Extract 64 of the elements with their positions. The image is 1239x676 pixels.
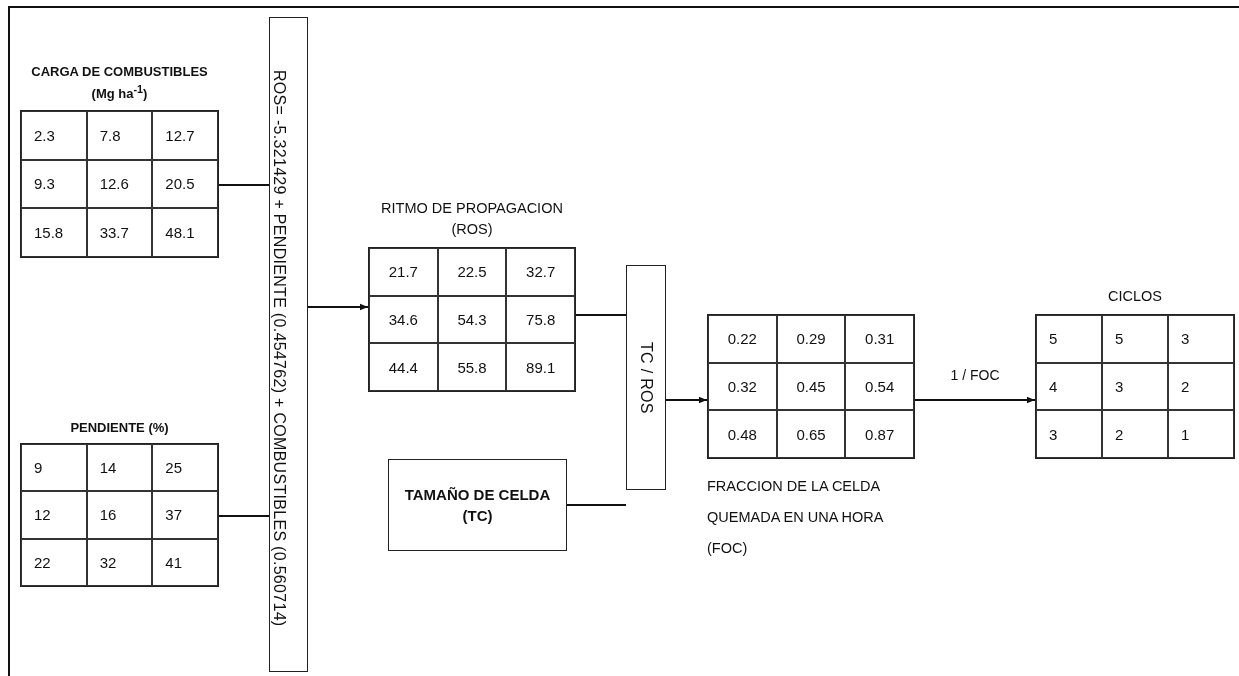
value-cell: 0.29 (776, 315, 846, 363)
value-cell: 54.3 (437, 295, 507, 344)
value-cell: 12 (21, 491, 87, 539)
value-cell: 12.7 (152, 111, 218, 160)
value-cell: 33.7 (86, 208, 153, 257)
value-cell: 55.8 (437, 343, 507, 391)
grid-heading: RITMO DE PROPAGACION (ROS) (380, 198, 564, 240)
value-cell: 48.1 (152, 208, 218, 257)
value-cell: 16 (86, 491, 153, 539)
grid-heading: CICLOS (1107, 287, 1163, 307)
value-cell: 5 (1036, 315, 1102, 363)
value-cell: 41 (152, 538, 218, 586)
box-label: TAMAÑO DE CELDA (TC) (403, 485, 552, 526)
value-cell: 20.5 (152, 159, 218, 209)
value-cell: 0.54 (845, 362, 914, 411)
arrow (666, 396, 707, 404)
value-cell: 2 (1168, 362, 1234, 411)
grid-heading: CARGA DE COMBUSTIBLES (Mg ha$^{-1}$) (30, 62, 209, 104)
value-cell: 9.3 (21, 159, 87, 209)
value-cell: 25 (152, 444, 218, 492)
value-cell: 0.31 (845, 315, 914, 363)
process-box (626, 265, 666, 490)
value-cell: 14 (86, 444, 153, 492)
value-cell: 0.45 (776, 362, 846, 411)
value-cell: 3 (1102, 362, 1168, 411)
process-box (269, 17, 308, 672)
value-cell: 22 (21, 538, 87, 586)
value-cell: 75.8 (506, 295, 575, 344)
value-cell: 21.7 (369, 248, 438, 296)
value-cell: 5 (1102, 315, 1168, 363)
edge-label: 1 / FOC (948, 367, 1002, 383)
process-box (388, 459, 567, 551)
connector-line (219, 514, 269, 518)
grid-heading: FRACCION DE LA CELDA QUEMADA EN UNA HORA (FOC) (707, 477, 885, 558)
formula-text: ROS= -5.321429 + PENDIENTE (0.454762) + COMBUSTIBLES (0.560714) (270, 70, 288, 627)
value-cell: 15.8 (21, 208, 87, 257)
value-cell: 3 (1168, 315, 1234, 363)
arrow (308, 303, 368, 311)
connector-line (576, 313, 626, 317)
value-cell: 0.32 (708, 362, 777, 411)
value-cell: 0.22 (708, 315, 777, 363)
value-cell: 7.8 (86, 111, 153, 160)
operation-text: TC / ROS (637, 341, 655, 414)
value-cell: 0.65 (776, 410, 846, 458)
connector-line (219, 183, 269, 187)
value-cell: 9 (21, 444, 87, 492)
value-cell: 3 (1036, 410, 1102, 458)
value-cell: 32 (86, 538, 153, 586)
value-cell: 0.48 (708, 410, 777, 458)
value-cell: 22.5 (437, 248, 507, 296)
arrow (915, 396, 1035, 404)
value-cell: 2 (1102, 410, 1168, 458)
value-cell: 4 (1036, 362, 1102, 411)
value-cell: 1 (1168, 410, 1234, 458)
value-cell: 89.1 (506, 343, 575, 391)
value-cell: 2.3 (21, 111, 87, 160)
value-cell: 34.6 (369, 295, 438, 344)
value-cell: 44.4 (369, 343, 438, 391)
connector-line (567, 503, 626, 507)
value-cell: 32.7 (506, 248, 575, 296)
value-cell: 12.6 (86, 159, 153, 209)
value-cell: 0.87 (845, 410, 914, 458)
grid-heading: PENDIENTE (%) (69, 418, 170, 437)
value-cell: 37 (152, 491, 218, 539)
